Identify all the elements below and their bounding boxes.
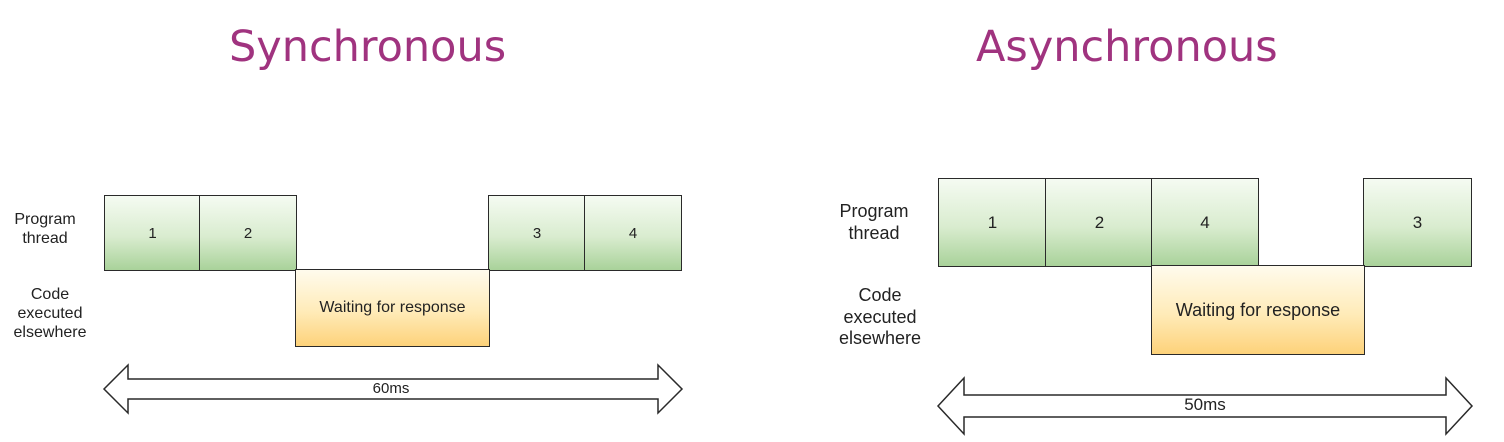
sync-block-1-label: 1 xyxy=(148,224,157,242)
sync-block-4-label: 4 xyxy=(628,224,638,242)
async-block-3-label: 3 xyxy=(1412,212,1423,232)
sync-block-4: 4 xyxy=(584,195,682,271)
async-block-1-label: 1 xyxy=(987,212,998,232)
async-waiting-block: Waiting for response xyxy=(1151,265,1365,355)
async-block-1: 1 xyxy=(938,178,1047,267)
async-block-2: 2 xyxy=(1045,178,1154,267)
async-block-4: 4 xyxy=(1151,178,1259,267)
sync-block-2: 2 xyxy=(199,195,297,271)
sync-waiting-block: Waiting for response xyxy=(295,269,490,347)
sync-block-3: 3 xyxy=(488,195,586,271)
sync-block-1: 1 xyxy=(104,195,201,271)
sync-code-elsewhere-label: Code executed elsewhere xyxy=(13,286,87,342)
sync-block-3-label: 3 xyxy=(532,224,542,242)
async-block-4-label: 4 xyxy=(1200,212,1210,232)
async-program-thread-label: Program thread xyxy=(839,201,909,243)
async-waiting-label: Waiting for response xyxy=(1175,299,1341,320)
sync-waiting-label: Waiting for response xyxy=(319,299,466,316)
sync-duration-arrow xyxy=(102,363,684,415)
async-block-2-label: 2 xyxy=(1094,212,1105,232)
sync-title: Synchronous xyxy=(229,22,507,72)
sync-program-thread-label: Program thread xyxy=(14,211,76,248)
async-duration-arrow xyxy=(936,376,1474,436)
async-duration-label: 50ms xyxy=(1184,395,1226,414)
sync-block-2-label: 2 xyxy=(243,224,253,242)
async-block-3: 3 xyxy=(1363,178,1472,267)
async-title: Asynchronous xyxy=(976,22,1278,72)
sync-duration-label: 60ms xyxy=(372,380,410,397)
async-code-elsewhere-label: Code executed elsewhere xyxy=(838,285,922,349)
